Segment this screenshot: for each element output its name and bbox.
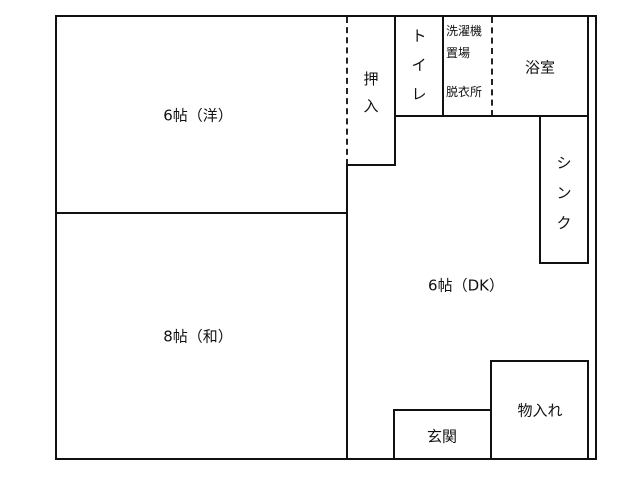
storage-top-wall [490, 360, 589, 362]
sink-left-wall [539, 115, 541, 264]
wet-area-bottom-wall [394, 115, 589, 117]
laundry-label-line1: 洗濯機 [446, 24, 483, 38]
laundry-dashed-wall [491, 17, 493, 116]
dk-label: 6帖（DK） [428, 276, 504, 295]
sink-bottom-wall [539, 262, 589, 264]
closet-dashed-wall [346, 17, 348, 165]
laundry-label-line2: 置場 [446, 46, 471, 60]
outer-wall-right [595, 15, 597, 460]
entrance-top-wall [393, 409, 492, 411]
sink-label: シ ン ク [556, 154, 572, 232]
storage-label: 物入れ [517, 401, 563, 420]
outer-wall-left [55, 15, 57, 460]
bath-label: 浴室 [524, 58, 556, 77]
outer-wall-bottom [55, 458, 597, 460]
closet-bottom-wall [346, 164, 396, 166]
storage-right-wall [587, 360, 589, 460]
entrance-label: 玄関 [426, 427, 458, 446]
toilet-right-wall [442, 15, 444, 117]
toilet-label: ト イ レ [411, 27, 427, 103]
western-room-label: 6帖（洋） [163, 106, 233, 125]
bath-right-wall [587, 15, 589, 117]
wall-left-block-lower [346, 165, 348, 460]
japanese-room-label: 8帖（和） [163, 327, 233, 346]
closet-label: 押 入 [363, 70, 379, 115]
wall-western-japanese [55, 212, 347, 214]
entrance-left-wall [393, 409, 395, 460]
sink-right-wall [587, 115, 589, 264]
dressing-room-label: 脱衣所 [446, 85, 483, 99]
closet-right-wall [394, 15, 396, 166]
outer-wall-top [55, 15, 597, 17]
